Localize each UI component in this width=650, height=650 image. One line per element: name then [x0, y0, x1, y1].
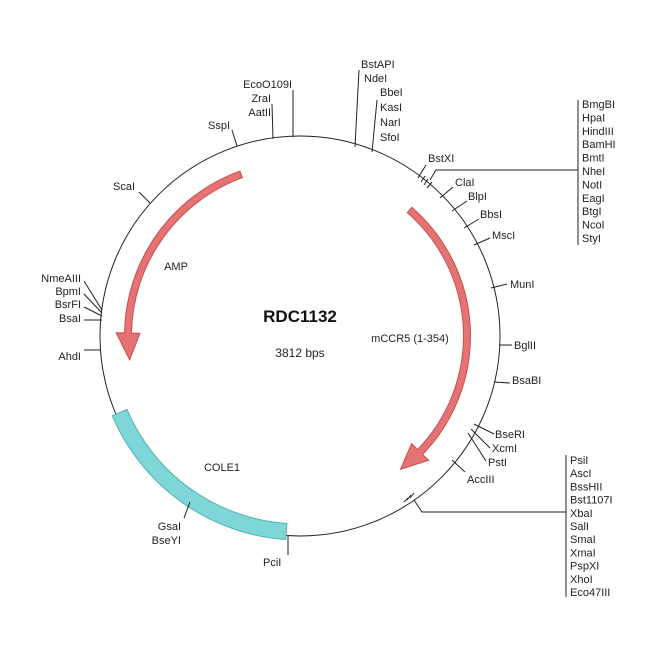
- mcs-site-btgi[interactable]: BtgI: [582, 206, 602, 218]
- site-gsai[interactable]: GsaI: [158, 521, 181, 533]
- mcs-site-noti[interactable]: NotI: [582, 179, 602, 191]
- mcs-site-eco47iii[interactable]: Eco47III: [570, 587, 610, 599]
- mccr5-label: mCCR5 (1-354): [371, 333, 449, 345]
- site-bsabi[interactable]: BsaBI: [512, 375, 541, 387]
- site-muni[interactable]: MunI: [510, 279, 534, 291]
- mcs-site-eagi[interactable]: EagI: [582, 193, 605, 205]
- mcs-site-xbai[interactable]: XbaI: [570, 508, 593, 520]
- site-ndei[interactable]: NdeI: [364, 73, 387, 85]
- mcs-site-bsshii[interactable]: BssHII: [570, 481, 602, 493]
- site-nari[interactable]: NarI: [380, 117, 401, 129]
- mcs-site-sali[interactable]: SalI: [570, 521, 589, 533]
- mccr5-feature-arrow[interactable]: [399, 206, 471, 471]
- mcs-site-asci[interactable]: AscI: [570, 468, 591, 480]
- mcs-site-bmti[interactable]: BmtI: [582, 153, 605, 165]
- mcs-site-nhei[interactable]: NheI: [582, 166, 605, 178]
- backbone-circle: [99, 135, 501, 537]
- site-scai[interactable]: ScaI: [113, 181, 135, 193]
- site-ahdi[interactable]: AhdI: [58, 351, 81, 363]
- site-sfoi[interactable]: SfoI: [380, 132, 400, 144]
- site-bstxi[interactable]: BstXI: [428, 153, 454, 165]
- site-clai[interactable]: ClaI: [455, 177, 475, 189]
- site-nmeaiii[interactable]: NmeAIII: [41, 273, 81, 285]
- site-zrai[interactable]: ZraI: [251, 93, 271, 105]
- site-bsrfi[interactable]: BsrFI: [55, 299, 81, 311]
- mcs-site-bmgbi[interactable]: BmgBI: [582, 99, 615, 111]
- site-aatii[interactable]: AatII: [248, 107, 271, 119]
- amp-label: AMP: [164, 261, 188, 273]
- mcs-site-xmai[interactable]: XmaI: [570, 547, 596, 559]
- site-kasi[interactable]: KasI: [380, 102, 402, 114]
- plasmid-size: 3812 bps: [275, 346, 324, 360]
- site-ticks: [83, 69, 579, 597]
- mcs-site-styi[interactable]: StyI: [582, 233, 601, 245]
- site-blpi[interactable]: BlpI: [468, 191, 487, 203]
- mcs-site-bamhi[interactable]: BamHI: [582, 139, 616, 151]
- site-bseyi[interactable]: BseYI: [152, 535, 181, 547]
- mcs-site-hindiii[interactable]: HindIII: [582, 126, 614, 138]
- site-psti[interactable]: PstI: [488, 457, 507, 469]
- site-acciii[interactable]: AccIII: [467, 474, 495, 486]
- site-sspi[interactable]: SspI: [208, 120, 230, 132]
- mcs-site-xhoi[interactable]: XhoI: [570, 574, 593, 586]
- site-pcii[interactable]: PciI: [263, 557, 281, 569]
- site-xcmi[interactable]: XcmI: [492, 443, 517, 455]
- mcs-site-smai[interactable]: SmaI: [570, 534, 596, 546]
- site-bseri[interactable]: BseRI: [495, 429, 525, 441]
- site-bglii[interactable]: BglII: [514, 340, 536, 352]
- mcs-site-bst1107i[interactable]: Bst1107I: [570, 495, 613, 507]
- mcs-site-ncoi[interactable]: NcoI: [582, 220, 605, 232]
- site-bbei[interactable]: BbeI: [380, 87, 403, 99]
- cole1-label: COLE1: [204, 462, 240, 474]
- site-bsai[interactable]: BsaI: [59, 313, 81, 325]
- site-bpmi[interactable]: BpmI: [55, 286, 81, 298]
- site-ecoo109i[interactable]: EcoO109I: [243, 79, 292, 91]
- mcs-site-psii[interactable]: PsiI: [570, 455, 588, 467]
- site-bstapi[interactable]: BstAPI: [361, 59, 395, 71]
- cole1-feature[interactable]: [111, 408, 288, 541]
- site-bbsi[interactable]: BbsI: [480, 209, 502, 221]
- mcs-site-hpai[interactable]: HpaI: [582, 112, 605, 124]
- mcs-site-pspxi[interactable]: PspXI: [570, 561, 599, 573]
- amp-feature-arrow[interactable]: [115, 170, 244, 362]
- site-msci[interactable]: MscI: [492, 230, 515, 242]
- plasmid-name: RDC1132: [263, 307, 337, 326]
